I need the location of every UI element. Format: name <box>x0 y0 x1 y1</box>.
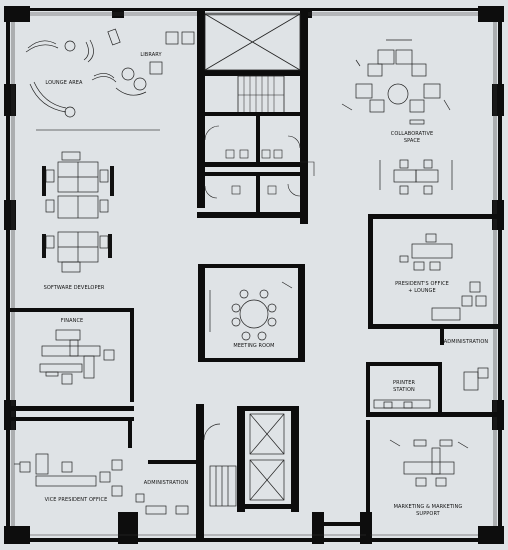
label-marketing-2: SUPPORT <box>416 511 441 517</box>
admin-right <box>440 329 489 391</box>
printers <box>373 399 431 409</box>
label-printer-station-2: STATION <box>393 387 415 393</box>
presidents-office-walls <box>368 214 498 329</box>
label-collaborative-1: COLLABORATIVE <box>391 131 434 137</box>
left-walls <box>10 308 204 540</box>
label-presidents-office-1: PRESIDENT'S OFFICE <box>395 281 449 287</box>
printer-station-walls <box>366 362 442 412</box>
lounge-library-furniture <box>25 28 195 131</box>
label-meeting-room: MEETING ROOM <box>233 343 274 349</box>
admin-bottom-furniture <box>135 493 189 515</box>
finance-furniture <box>39 329 115 385</box>
label-administration-right: ADMINISTRATION <box>444 339 489 345</box>
label-administration-bottom: ADMINISTRATION <box>144 480 189 486</box>
planters <box>42 166 114 258</box>
label-printer-station-1: PRINTER <box>393 380 416 386</box>
meeting-room-walls <box>198 264 305 362</box>
vp-office-furniture <box>14 453 123 497</box>
label-vice-president-office: VICE PRESIDENT OFFICE <box>45 497 108 503</box>
collaborative-furniture <box>341 39 453 195</box>
presidents-office-furniture <box>399 233 487 321</box>
core-top <box>197 8 315 224</box>
label-software-developer: SOFTWARE DEVELOPER <box>44 285 105 291</box>
label-finance: FINANCE <box>61 318 84 324</box>
window-mullions <box>11 12 497 536</box>
marketing-walls <box>366 412 498 538</box>
label-presidents-office-2: + LOUNGE <box>408 288 436 294</box>
marketing-furniture <box>389 439 469 487</box>
software-developer-desks <box>45 151 109 273</box>
label-library: LIBRARY <box>140 52 162 58</box>
label-collaborative-2: SPACE <box>404 138 420 144</box>
label-marketing-1: MARKETING & MARKETING <box>394 504 463 510</box>
core-bottom <box>148 406 360 526</box>
label-lounge-area: LOUNGE AREA <box>45 80 83 86</box>
meeting-table <box>209 281 293 341</box>
